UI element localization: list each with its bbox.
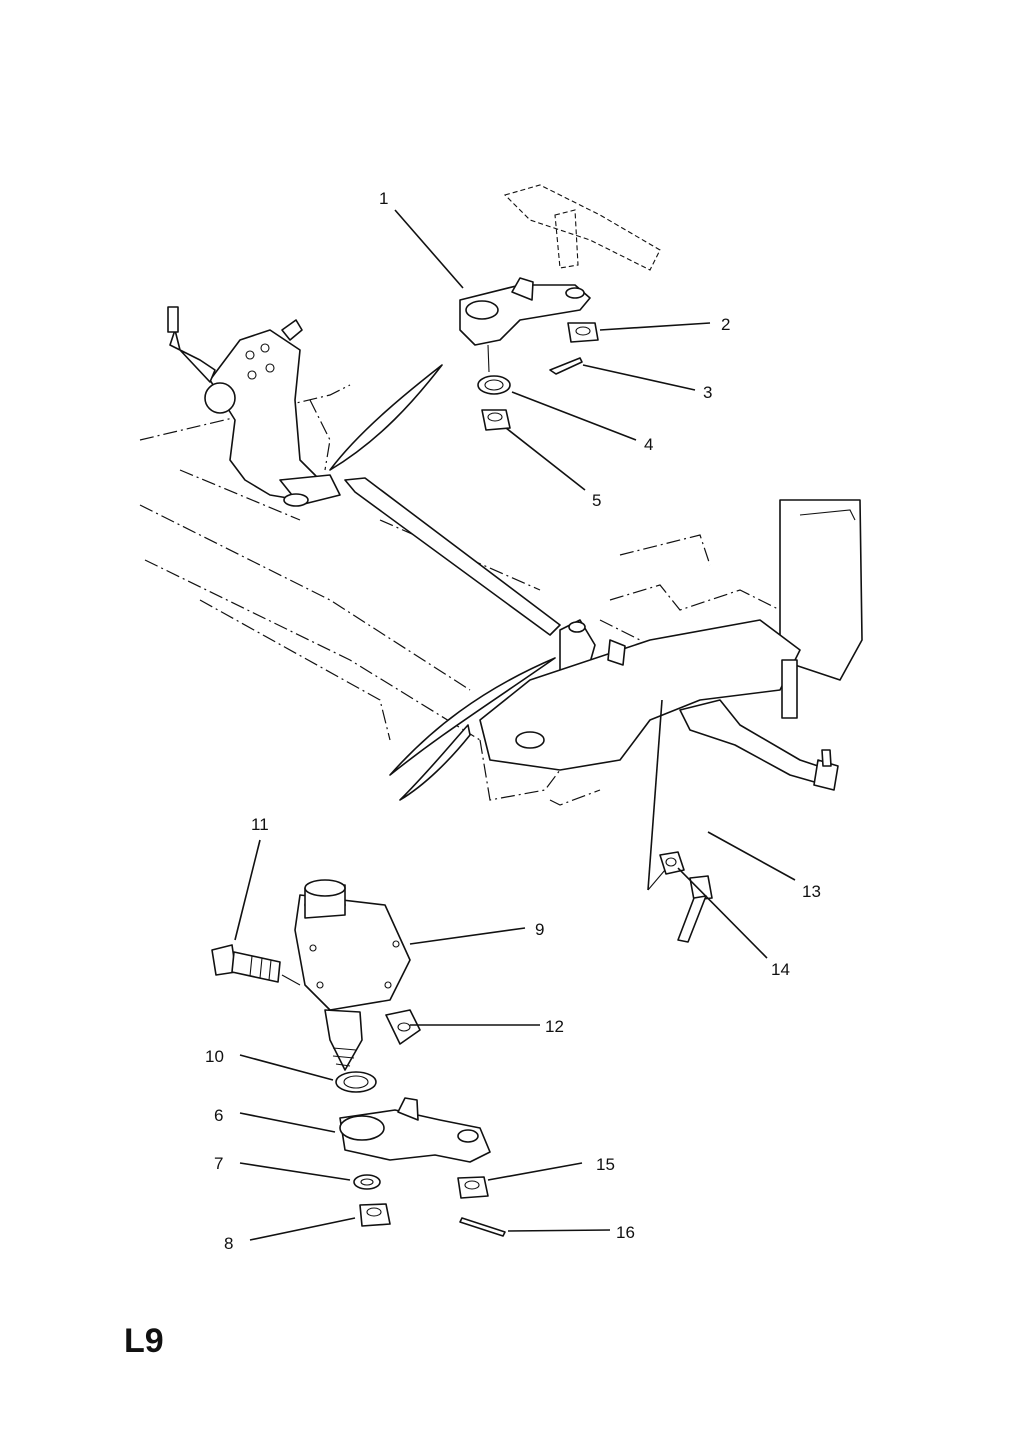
nut-part-12 [385,1009,421,1045]
axle-knuckle-assembly [479,499,863,771]
callout-4: 4 [644,435,653,454]
callout-9: 9 [535,920,544,939]
steering-gear-box [167,306,341,507]
callout-1: 1 [379,189,388,208]
callout-14: 14 [771,960,790,979]
idler-arm-part-6 [339,1097,491,1163]
callout-5: 5 [592,491,601,510]
pointer-arrow-lower [389,657,556,776]
callout-10: 10 [205,1047,224,1066]
lock-washer-part-7 [353,1174,381,1190]
cotter-pin-part-3 [549,357,583,375]
pitman-arm-part-1 [459,277,591,346]
callout-8: 8 [224,1234,233,1253]
steering-knuckle-part-9 [294,879,411,1071]
chassis-frame-outline [139,384,781,806]
leader-lines [234,209,796,1241]
tie-rod-right [679,699,839,791]
pointer-arrow-upper [329,364,443,471]
nut-part-5 [481,409,511,431]
callout-15: 15 [596,1155,615,1174]
callout-6: 6 [214,1106,223,1125]
washer-part-10 [335,1071,377,1093]
center-link-rod [344,477,596,681]
callout-7: 7 [214,1154,223,1173]
callout-13: 13 [802,882,821,901]
bolt-part-13 [677,875,713,943]
callout-12: 12 [545,1017,564,1036]
callout-3: 3 [703,383,712,402]
page-code-label: L9 [124,1322,164,1360]
upper-tie-rod-end-ghost [503,184,661,271]
washer-part-4 [477,375,511,395]
castle-nut-part-2 [567,322,599,343]
bolt-part-11 [211,944,281,983]
assembly-axis-upper [487,344,490,373]
castle-nut-part-15 [457,1176,489,1199]
pointer-arrow-right [647,699,663,891]
nut-part-8 [359,1203,391,1227]
cotter-pin-part-16 [459,1217,506,1237]
callout-11: 11 [251,815,269,834]
callout-16: 16 [616,1223,635,1242]
callout-2: 2 [721,315,730,334]
